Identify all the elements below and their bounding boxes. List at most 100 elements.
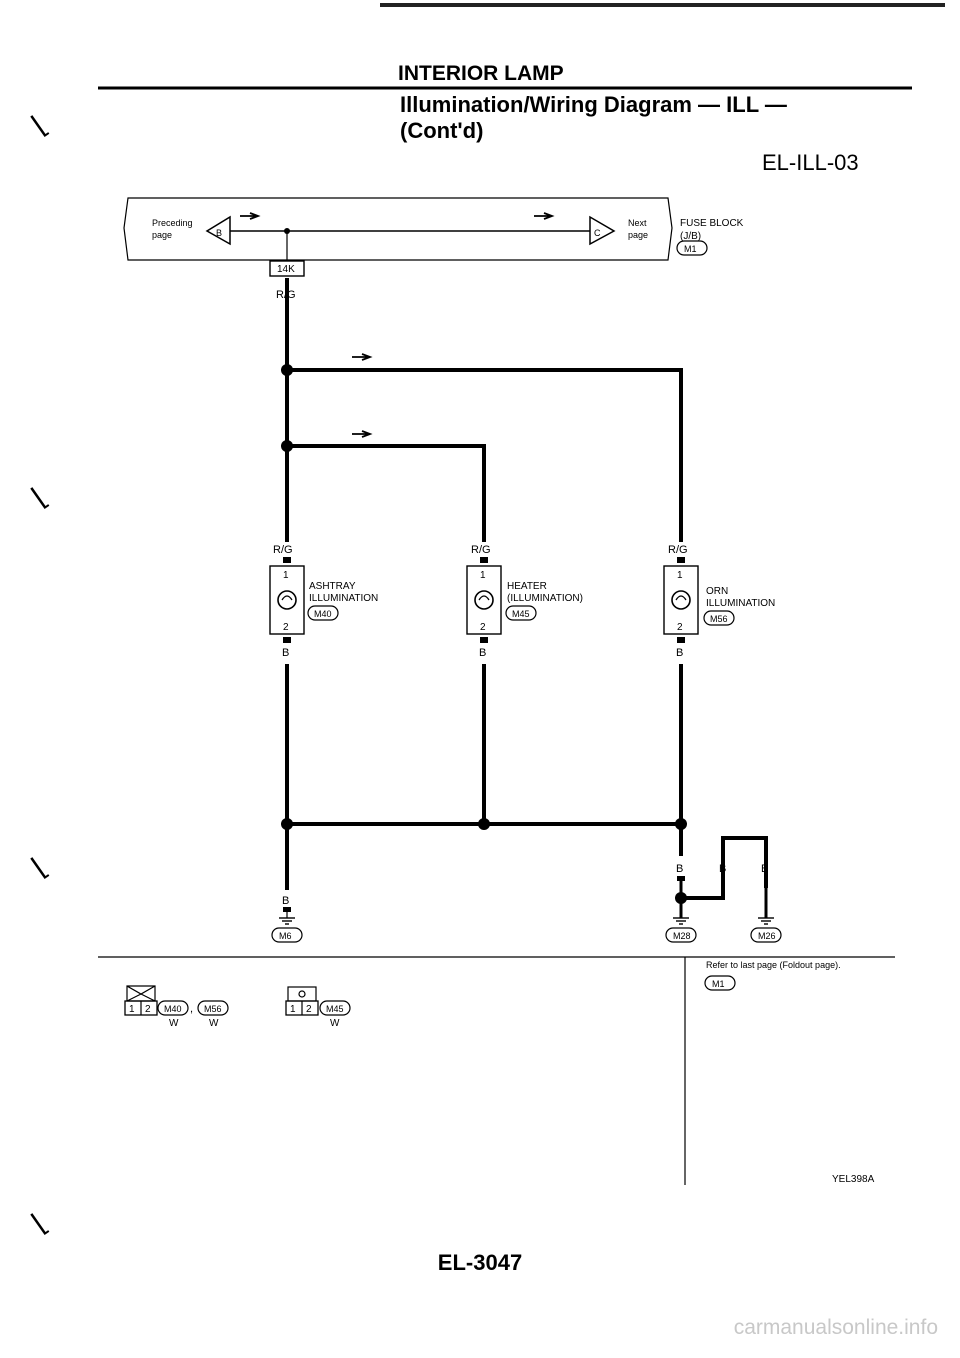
svg-text:2: 2 [145,1004,151,1015]
component-wire-in: R/G [471,544,491,556]
component-heater: R/G 1 2 HEATER (ILLUMINATION) M45 B [466,544,583,659]
next-page-label: Next [628,218,647,228]
current-flow-arrow-icon [534,212,555,220]
component-pin-bottom: 2 [283,622,289,633]
preceding-page-letter: B [216,228,222,238]
component-body [466,565,502,635]
lamp-filament-icon [478,595,490,601]
terminal-mark [480,557,488,563]
connector-face-icon [287,986,317,1002]
bus-frame [123,197,673,261]
splice-dot [675,818,687,830]
component-connector-badge [307,605,339,621]
lamp-bulb-icon [671,590,691,610]
svg-text:M56: M56 [204,1004,222,1014]
branch-wire-orn [287,368,683,542]
svg-text:1: 1 [129,1004,135,1015]
component-connector-badge [505,605,537,621]
diagram-code: EL-ILL-03 [762,150,859,175]
section-title: INTERIOR LAMP [398,62,564,85]
legend-connector-b: 1 2 M45 W [285,986,351,1029]
ground-connector-badge [271,927,303,943]
legend-connector-a: 1 2 M40 , M56 W W [124,985,229,1029]
terminal-mark [283,907,291,912]
component-wire-out: B [479,647,486,659]
next-page-label-2: page [628,230,648,240]
diagram-title: Illumination/Wiring Diagram — ILL — [400,92,787,117]
component-name: HEATER [507,581,547,592]
component-connector: M40 [314,609,332,619]
fuse-block-sublabel: (J/B) [680,231,701,242]
svg-text:,: , [190,1003,193,1015]
current-flow-arrow-icon [352,430,373,438]
refer-connector-badge [704,975,736,991]
component-name-2: ILLUMINATION [309,593,378,604]
component-wire-out: B [282,647,289,659]
ground-connector: M6 [279,931,292,941]
terminal-mark [480,637,488,643]
ground-wire-color: B [761,863,768,875]
component-name: ORN [706,586,728,597]
svg-text:W: W [209,1018,219,1029]
component-orn: R/G 1 2 ORN ILLUMINATION M56 B [663,544,775,659]
component-name-2: ILLUMINATION [706,598,775,609]
component-wire-in: R/G [273,544,293,556]
junction-terminal: 14K [277,264,295,275]
connector-face-icon [126,985,156,1002]
junction-terminal-box [269,260,305,277]
svg-text:1: 1 [290,1004,296,1015]
current-flow-arrow-icon [240,212,261,220]
component-name-2: (ILLUMINATION) [507,593,583,604]
diagram-title-continued: (Cont'd) [400,118,484,143]
refer-connector: M1 [712,979,725,989]
ground-wire-color: B [676,863,683,875]
current-flow-arrow-icon [352,353,373,361]
svg-text:M45: M45 [326,1004,344,1014]
lamp-filament-icon [675,595,687,601]
component-pin-top: 1 [480,570,486,581]
terminal-mark [677,637,685,643]
preceding-page-label-2: page [152,230,172,240]
svg-text:2: 2 [306,1004,312,1015]
page-number: EL-3047 [437,1250,523,1275]
preceding-page-label: Preceding [152,218,193,228]
ground-connector-badge [665,927,697,943]
component-pin-top: 1 [677,570,683,581]
component-wire-in: R/G [668,544,688,556]
ground-connector-badge [750,927,782,943]
ground-link-wire-color: B [719,863,726,875]
splice-dot [478,818,490,830]
next-page-letter: C [594,228,601,238]
svg-text:W: W [169,1018,179,1029]
fuse-block-connector-badge [676,240,708,256]
lamp-bulb-icon [474,590,494,610]
component-pin-bottom: 2 [480,622,486,633]
lamp-filament-icon [281,595,293,601]
figure-code: YEL398A [832,1174,875,1185]
component-connector-badge [703,610,735,626]
component-body [269,565,305,635]
preceding-page-arrow-icon [205,215,231,246]
fuse-block-connector: M1 [684,244,697,254]
component-pin-bottom: 2 [677,622,683,633]
splice-dot [281,818,293,830]
component-connector: M56 [710,614,728,624]
component-name: ASHTRAY [309,581,356,592]
watermark: carmanualsonline.info [733,1316,938,1339]
refer-note: Refer to last page (Foldout page). [706,960,841,970]
ground-link-wire [681,836,768,900]
component-wire-out: B [676,647,683,659]
component-ashtray: R/G 1 2 ASHTRAY ILLUMINATION M40 B [269,544,378,659]
terminal-mark [283,557,291,563]
component-body [663,565,699,635]
next-page-arrow-icon [589,215,616,246]
svg-text:M40: M40 [164,1004,182,1014]
ground-wire-color: B [282,895,289,907]
terminal-mark [677,876,685,881]
ground-connector: M28 [673,931,691,941]
component-connector: M45 [512,609,530,619]
ground-connector: M26 [758,931,776,941]
component-pin-top: 1 [283,570,289,581]
fuse-block-label: FUSE BLOCK [680,218,744,229]
